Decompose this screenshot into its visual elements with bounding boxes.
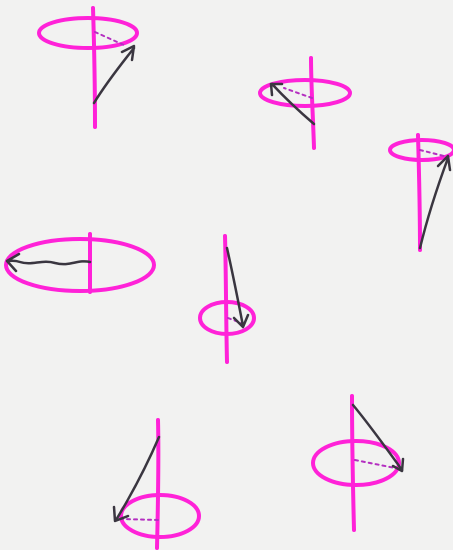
precession-figure-2 (260, 58, 350, 148)
rotation-axis (352, 396, 354, 530)
vector-arrow (116, 437, 159, 520)
precession-figure-3 (390, 135, 453, 250)
vector-arrow (353, 405, 402, 470)
precession-figure-1 (39, 8, 137, 127)
precession-figure-5 (200, 236, 254, 362)
radius-dashes (95, 32, 126, 46)
rotation-axis (225, 236, 227, 362)
orbit-ellipse (6, 239, 154, 291)
precession-figure-4 (6, 234, 154, 292)
precession-figure-7 (114, 420, 199, 548)
radius-dashes (355, 460, 395, 468)
arrowhead (122, 46, 134, 60)
vector-arrow (8, 261, 90, 264)
radius-dashes (122, 519, 158, 520)
rotation-axis (93, 8, 95, 127)
precession-figure-6 (313, 396, 403, 530)
rotation-axis (418, 135, 420, 250)
rotation-axis (311, 58, 314, 148)
vector-arrow (227, 248, 243, 326)
vector-arrow (420, 158, 448, 248)
vector-arrow (94, 48, 134, 103)
radius-dashes (284, 88, 312, 98)
radius-dashes (420, 150, 444, 156)
orbit-ellipse (121, 495, 199, 537)
